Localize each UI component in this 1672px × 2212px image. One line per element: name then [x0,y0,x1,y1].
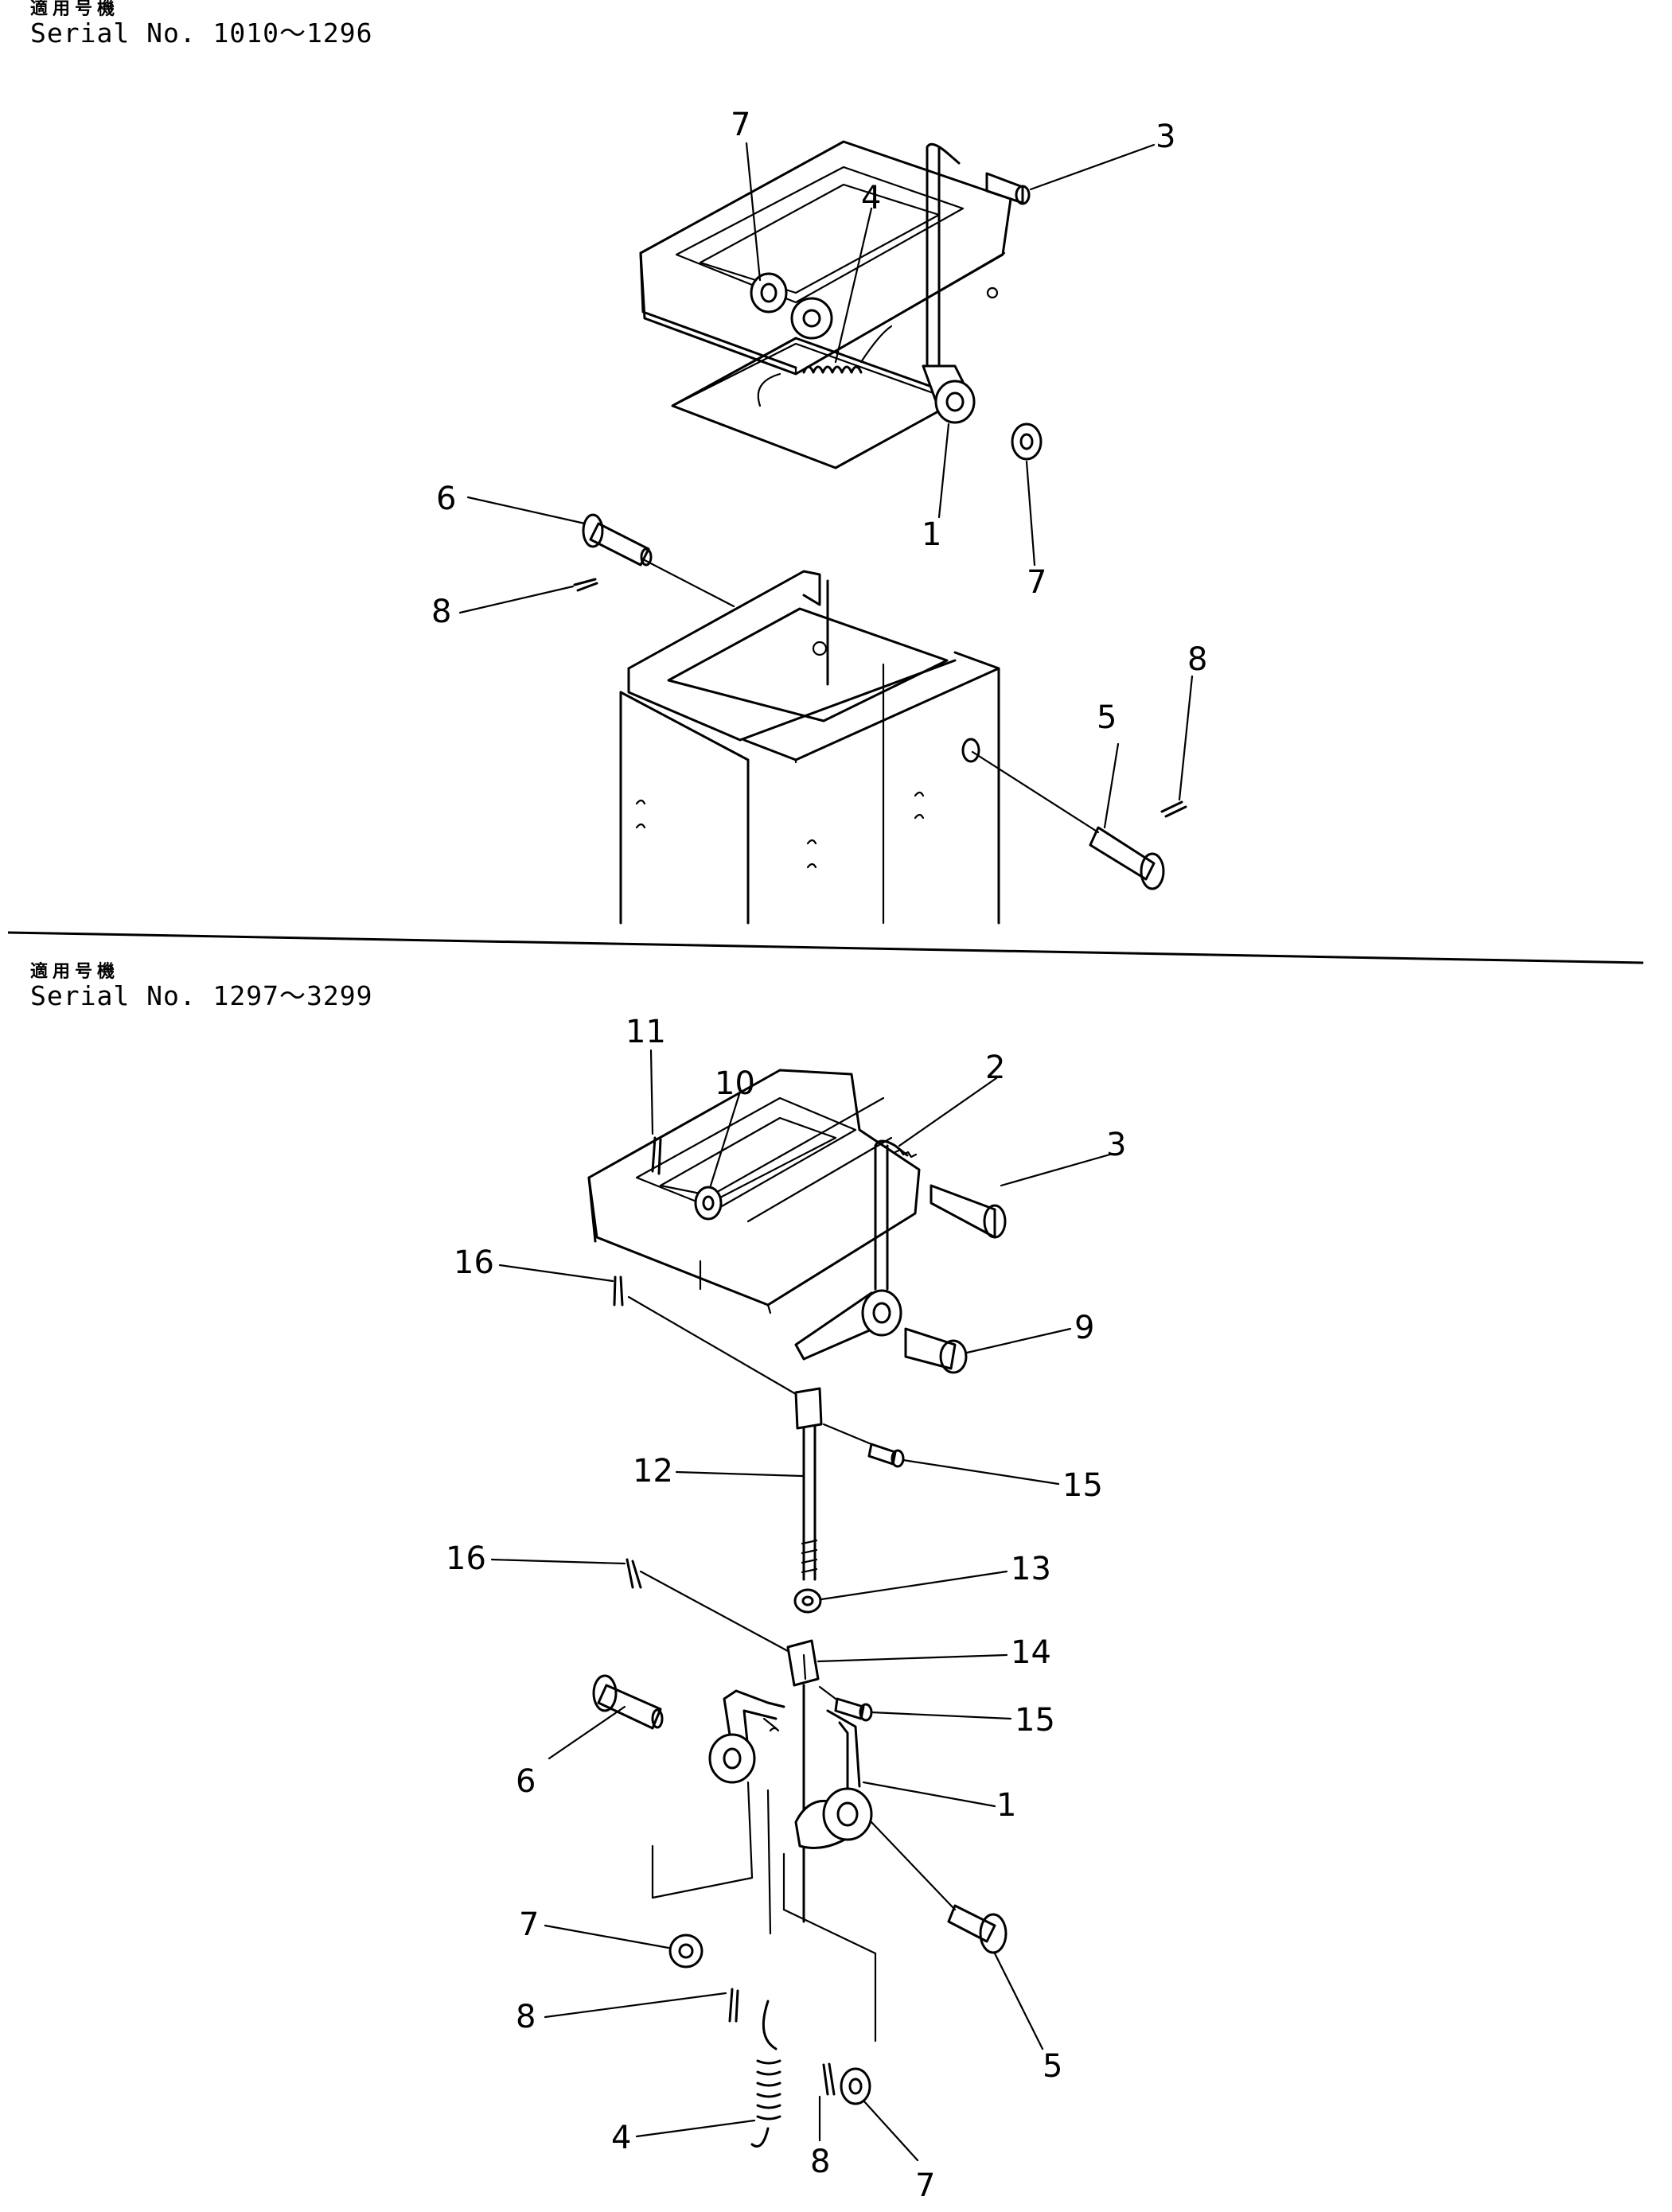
callouts-top: 7 4 3 6 8 1 7 8 5 [431,107,1207,736]
callout-14: 14 [1011,1634,1051,1671]
callout-13: 13 [1011,1551,1051,1587]
grip-bottom [930,1184,1007,1239]
callout-7: 7 [519,1906,539,1943]
applicable-models-label: 適用号機 [30,0,120,19]
cotter-pin-11 [651,1136,662,1175]
cotter-pin-16-upper [613,1275,624,1307]
header-bottom: 適用号機 Serial No. 1297〜3299 [30,963,373,1011]
callout-8: 8 [431,594,451,630]
bottom-assembly: 11 10 2 3 16 9 15 12 16 13 14 15 6 1 7 8… [446,1014,1126,2204]
leader-lines-top [458,142,1194,834]
callouts-bottom: 11 10 2 3 16 9 15 12 16 13 14 15 6 1 7 8… [446,1014,1126,2204]
frame-1-bottom [708,1689,873,1849]
bolt-15-upper [867,1443,905,1468]
pin-9 [904,1327,968,1374]
callout-6: 6 [516,1763,536,1800]
pin-6-bottom [592,1674,664,1730]
serial-range: Serial No. 1010〜1296 [30,18,373,49]
section-divider [7,931,1644,964]
callout-8: 8 [1187,641,1207,678]
grip-top [985,172,1031,205]
callout-5: 5 [1097,699,1117,736]
washer-10-bottom [694,1186,723,1221]
cotter-pin-8-top-right [1160,800,1187,818]
spring-4-bottom [750,2000,781,2148]
boss-7-top [750,272,788,313]
seat-cushion-bottom [587,1069,921,1314]
rod-12-with-clevis [794,1387,823,1581]
cotter-pin-16-lower [626,1558,642,1589]
pin-5-top [1089,826,1165,890]
callout-9: 9 [1074,1310,1094,1346]
pin-5-bottom [947,1904,1007,1954]
boss-1-top [922,364,976,424]
pin-6-top [582,513,653,567]
callout-1: 1 [922,516,941,553]
serial-range: Serial No. 1297〜3299 [30,980,373,1011]
callout-16: 16 [446,1540,486,1577]
cotter-pin-8-bottom-right [822,2062,836,2096]
top-assembly: 7 4 3 6 8 1 7 8 5 [431,107,1207,925]
callout-3: 3 [1106,1127,1126,1163]
header-top: 適用号機 Serial No. 1010〜1296 [30,0,373,48]
callout-8: 8 [516,1999,536,2035]
lever-2-bottom [874,1139,918,1291]
washer-7-top-right [1011,423,1043,461]
console-column-top [619,570,1000,925]
callout-5: 5 [1043,2048,1062,2085]
callout-6: 6 [436,481,456,517]
callout-7: 7 [915,2167,935,2204]
washer-7-bottom-right [840,2067,871,2105]
washer-7-bottom-left [668,1934,703,1969]
applicable-models-label: 適用号機 [30,962,120,982]
callout-2: 2 [985,1050,1005,1086]
callout-7: 7 [1027,564,1046,601]
callout-10: 10 [715,1065,755,1102]
callout-8: 8 [810,2144,830,2180]
callout-15: 15 [1015,1702,1055,1739]
arm-with-boss [794,1289,902,1361]
cotter-pin-8-bottom-left [728,1988,739,2023]
callout-16: 16 [454,1244,494,1281]
callout-4: 4 [861,180,881,216]
seat-cushion-top [639,140,1012,376]
callout-12: 12 [633,1453,673,1490]
callout-15: 15 [1062,1467,1103,1504]
callout-7: 7 [731,107,750,143]
callout-11: 11 [626,1014,666,1050]
leader-lines-bottom [490,1049,1114,2162]
cotter-pin-8-top-left [573,578,598,592]
callout-1: 1 [996,1787,1016,1824]
frame-rod-top [671,337,965,469]
callout-3: 3 [1156,119,1175,155]
spring-top [757,325,893,407]
clevis-14 [786,1639,820,1923]
nut-13 [793,1588,822,1614]
brackets-bottom [651,1781,877,2043]
boss-lever-joint [790,297,833,340]
callout-4: 4 [611,2120,631,2156]
